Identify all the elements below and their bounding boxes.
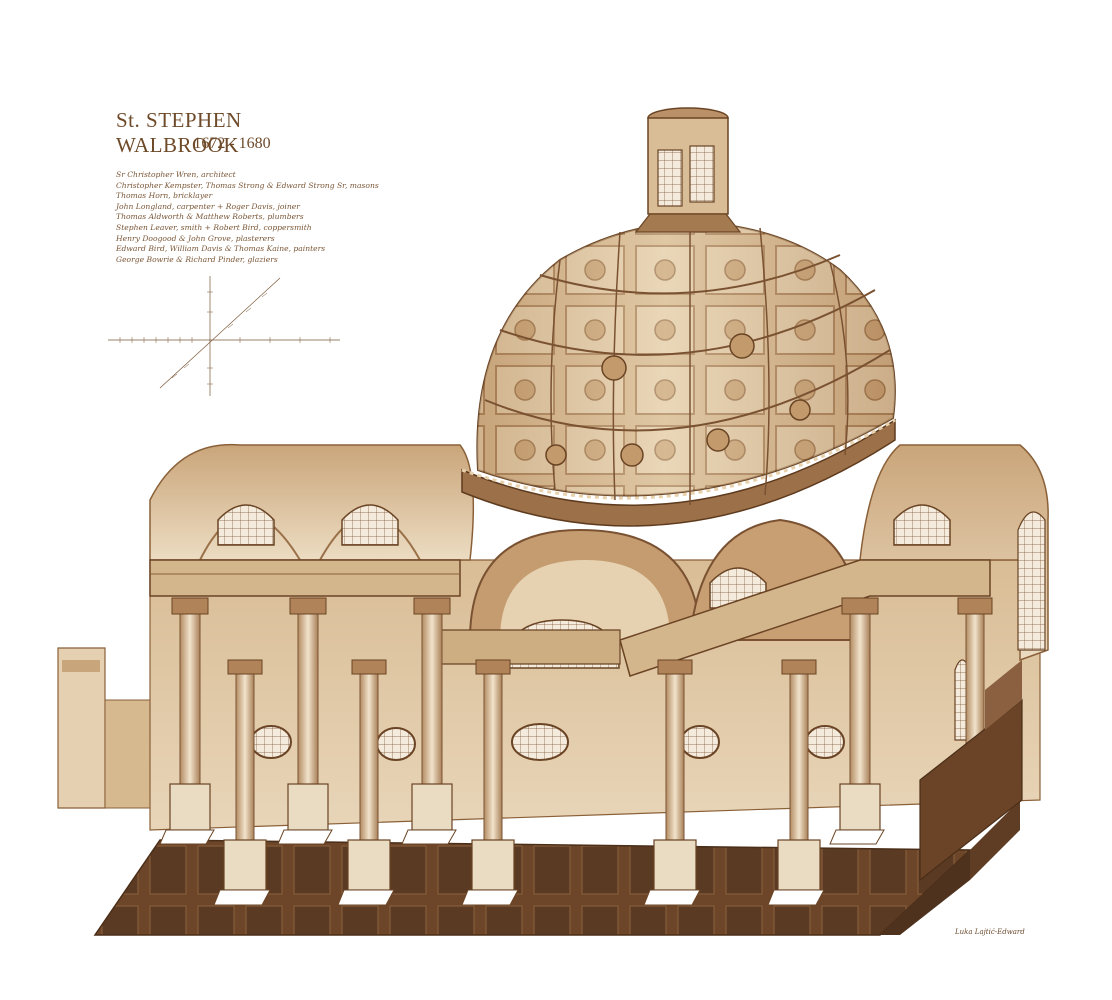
column: [235, 671, 255, 841]
column: [483, 671, 503, 841]
credit-line: John Longland, carpenter + Roger Davis, …: [116, 201, 300, 211]
oval-windows: [250, 723, 845, 761]
left-vault: [149, 443, 475, 561]
credit-line: Stephen Leaver, smith + Robert Bird, cop…: [116, 222, 312, 232]
credit-line: Thomas Horn, bricklayer: [116, 191, 213, 201]
right-vault: [859, 444, 1049, 741]
arched-window: [341, 504, 399, 546]
column: [849, 611, 871, 785]
column: [665, 671, 685, 841]
lantern-window: [657, 149, 683, 207]
columns: [159, 597, 993, 906]
credit-line: Edward Bird, William Davis & Thomas Kain…: [116, 244, 326, 254]
entablature: [149, 559, 991, 677]
column: [421, 611, 443, 785]
credit-line: George Bowrie & Richard Pinder, glaziers: [116, 254, 278, 264]
left-annex: [57, 647, 151, 809]
oval-window: [376, 727, 416, 761]
credit-line: Sr Christopher Wren, architect: [116, 170, 236, 179]
credit-line: Thomas Aldworth & Matthew Roberts, plumb…: [116, 212, 304, 222]
oval-window: [511, 723, 569, 761]
dome: [476, 220, 896, 505]
right-side-wall: [919, 660, 1023, 882]
credits-list: Sr Christopher Wren, architect Christoph…: [116, 170, 379, 265]
arched-window: [893, 504, 951, 546]
column: [359, 671, 379, 841]
arched-window: [217, 504, 275, 546]
column: [297, 611, 319, 785]
column: [179, 611, 201, 785]
arched-window: [1017, 511, 1046, 651]
lantern-window: [689, 145, 715, 203]
drawing-title: St. STEPHEN WALBROOK: [116, 108, 242, 157]
dome-cornice: [461, 418, 896, 527]
credit-line: Christopher Kempster, Thomas Strong & Ed…: [116, 180, 379, 190]
floor-paneling: [93, 800, 1020, 936]
credit-line: Henry Doogood & John Grove, plasterers: [116, 233, 275, 243]
lantern: [634, 107, 742, 233]
drawing-dates: 1672 - 1680: [193, 135, 271, 152]
artist-signature: Luka Lajtić-Edward: [955, 928, 1025, 936]
oval-window: [680, 725, 720, 759]
scale-diagram: [108, 276, 340, 396]
oval-window: [250, 725, 292, 759]
column: [789, 671, 809, 841]
oval-window: [805, 725, 845, 759]
